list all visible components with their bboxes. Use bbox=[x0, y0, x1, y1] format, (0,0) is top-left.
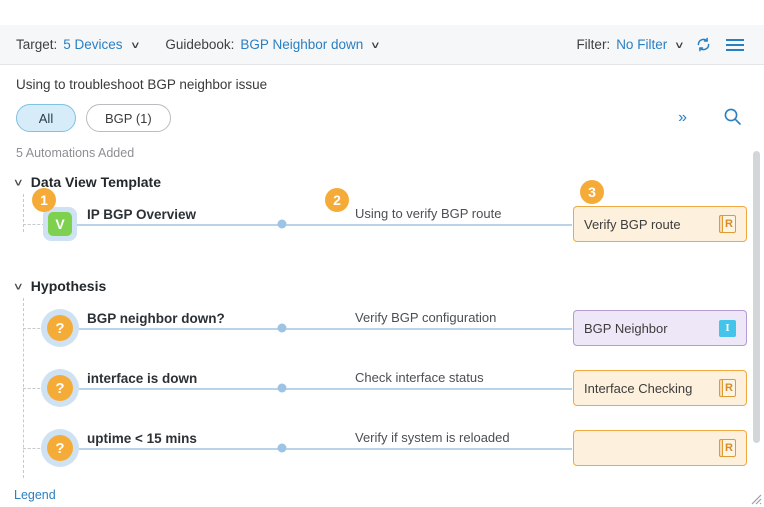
card-title: Interface Checking bbox=[584, 380, 693, 396]
chevron-down-icon[interactable]: ∨ bbox=[12, 176, 25, 188]
tree-stub bbox=[23, 388, 45, 389]
book-r-icon: R bbox=[719, 215, 736, 233]
wire-caption: Check interface status bbox=[355, 370, 484, 385]
target-label: Target: bbox=[16, 37, 58, 52]
connector-node-dot[interactable] bbox=[277, 323, 287, 333]
wire-caption: Verify if system is reloaded bbox=[355, 430, 510, 445]
automation-card[interactable]: Verify BGP route R bbox=[573, 206, 747, 242]
tree-spine bbox=[23, 194, 24, 232]
node-label: IP BGP Overview bbox=[87, 207, 197, 222]
page-subtitle: Using to troubleshoot BGP neighbor issue bbox=[16, 77, 268, 92]
hamburger-menu-icon[interactable] bbox=[722, 32, 748, 58]
guidebook-selector[interactable]: Guidebook: BGP Neighbor down ∨ bbox=[165, 37, 382, 52]
automation-card[interactable]: Interface Checking R bbox=[573, 370, 747, 406]
connector-wire bbox=[79, 448, 572, 450]
group-hypothesis: ∨ Hypothesis ? BGP neighbor down? Verify… bbox=[0, 274, 764, 478]
vertical-scrollbar[interactable] bbox=[753, 147, 760, 485]
node-label: uptime < 15 mins bbox=[87, 431, 197, 446]
node-icon-dataview[interactable]: V bbox=[43, 207, 77, 241]
node-label: interface is down bbox=[87, 371, 198, 386]
wire-caption: Using to verify BGP route bbox=[355, 206, 502, 221]
filter-value[interactable]: No Filter bbox=[616, 37, 668, 52]
filter-selector[interactable]: Filter: No Filter ∨ bbox=[576, 37, 686, 52]
group-header[interactable]: ∨ Hypothesis bbox=[0, 274, 764, 298]
target-selector[interactable]: Target: 5 Devices ∨ bbox=[16, 37, 141, 52]
card-title: BGP Neighbor bbox=[584, 320, 668, 336]
node-label: BGP neighbor down? bbox=[87, 311, 225, 326]
automation-card[interactable]: BGP Neighbor I bbox=[573, 310, 747, 346]
filter-label: Filter: bbox=[576, 37, 611, 52]
node-icon-hypothesis[interactable]: ? bbox=[41, 429, 79, 467]
chevron-down-icon[interactable]: ∨ bbox=[370, 38, 382, 51]
legend-link[interactable]: Legend bbox=[14, 488, 56, 502]
book-r-icon: R bbox=[719, 379, 736, 397]
node-icon-hypothesis[interactable]: ? bbox=[41, 369, 79, 407]
automation-row[interactable]: 1 V IP BGP Overview 2 Using to verify BG… bbox=[0, 180, 764, 254]
node-glyph: ? bbox=[47, 435, 73, 461]
info-i-icon: I bbox=[719, 319, 736, 337]
automation-row[interactable]: ? uptime < 15 mins Verify if system is r… bbox=[0, 418, 764, 478]
guidebook-canvas: ∨ Data View Template 1 V IP BGP Overview… bbox=[0, 170, 764, 490]
connector-wire bbox=[77, 224, 572, 226]
footer-bar: Legend bbox=[0, 483, 764, 507]
toolbar: Target: 5 Devices ∨ Guidebook: BGP Neigh… bbox=[0, 25, 764, 65]
group-title: Data View Template bbox=[30, 174, 161, 190]
tree-stub bbox=[23, 448, 45, 449]
refresh-icon[interactable] bbox=[690, 32, 716, 58]
connector-node-dot[interactable] bbox=[277, 383, 287, 393]
chevron-down-icon[interactable]: ∨ bbox=[674, 38, 686, 51]
window-top-gap bbox=[0, 0, 764, 25]
step-badge-3: 3 bbox=[580, 180, 604, 204]
card-title: Verify BGP route bbox=[584, 216, 681, 232]
connector-wire bbox=[79, 388, 572, 390]
chevron-down-icon[interactable]: ∨ bbox=[12, 280, 25, 292]
automations-count: 5 Automations Added bbox=[16, 146, 135, 160]
filter-chip-row: All BGP (1) » bbox=[0, 92, 764, 132]
guidebook-value[interactable]: BGP Neighbor down bbox=[240, 37, 364, 52]
node-icon-hypothesis[interactable]: ? bbox=[41, 309, 79, 347]
automation-card[interactable]: R bbox=[573, 430, 747, 466]
automation-row[interactable]: ? BGP neighbor down? Verify BGP configur… bbox=[0, 298, 764, 358]
group-header[interactable]: ∨ Data View Template bbox=[0, 170, 764, 194]
chip-bgp[interactable]: BGP (1) bbox=[86, 104, 171, 132]
book-r-icon: R bbox=[719, 439, 736, 457]
node-glyph: ? bbox=[47, 375, 73, 401]
target-value[interactable]: 5 Devices bbox=[63, 37, 123, 52]
connector-node-dot[interactable] bbox=[277, 219, 287, 229]
expand-chevrons-icon[interactable]: » bbox=[678, 109, 687, 126]
guidebook-label: Guidebook: bbox=[165, 37, 235, 52]
group-title: Hypothesis bbox=[30, 278, 107, 294]
connector-node-dot[interactable] bbox=[277, 443, 287, 453]
search-icon[interactable] bbox=[705, 105, 748, 131]
tree-stub bbox=[23, 328, 45, 329]
tree-stub bbox=[23, 224, 45, 225]
node-glyph: V bbox=[48, 212, 72, 236]
automation-row[interactable]: ? interface is down Check interface stat… bbox=[0, 358, 764, 418]
resize-grip-icon[interactable] bbox=[748, 491, 762, 505]
scrollbar-thumb[interactable] bbox=[753, 151, 760, 443]
chip-all[interactable]: All bbox=[16, 104, 76, 132]
step-badge-2: 2 bbox=[325, 188, 349, 212]
step-badge-1: 1 bbox=[32, 188, 56, 212]
chevron-down-icon[interactable]: ∨ bbox=[129, 38, 141, 51]
connector-wire bbox=[79, 328, 572, 330]
wire-caption: Verify BGP configuration bbox=[355, 310, 497, 325]
group-data-view-template: ∨ Data View Template 1 V IP BGP Overview… bbox=[0, 170, 764, 254]
node-glyph: ? bbox=[47, 315, 73, 341]
